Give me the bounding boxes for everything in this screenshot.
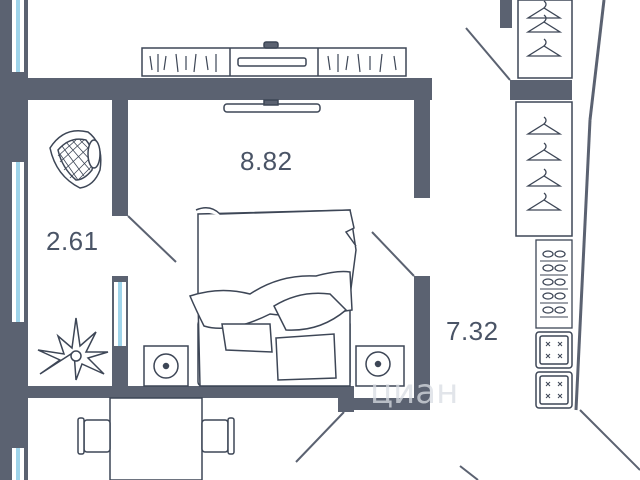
windows <box>12 0 126 480</box>
watermark-text: циан <box>370 372 459 412</box>
balcony-area-label: 2.61 <box>46 226 99 256</box>
plant <box>37 317 109 381</box>
nightstand-left <box>143 345 189 387</box>
chairs <box>77 417 235 455</box>
bed <box>188 207 357 387</box>
walls <box>0 0 572 480</box>
washing-machines <box>535 331 573 409</box>
tv-console <box>141 41 407 113</box>
door-arcs <box>127 27 640 480</box>
dining-table <box>109 397 203 480</box>
hangers <box>525 0 563 211</box>
right-wall <box>574 0 606 411</box>
shoe-rack <box>535 239 573 329</box>
armchair <box>49 130 102 189</box>
hallway-area-label: 7.32 <box>446 316 499 346</box>
nightstand-right <box>355 345 405 387</box>
bedroom-area-label: 8.82 <box>240 146 293 176</box>
